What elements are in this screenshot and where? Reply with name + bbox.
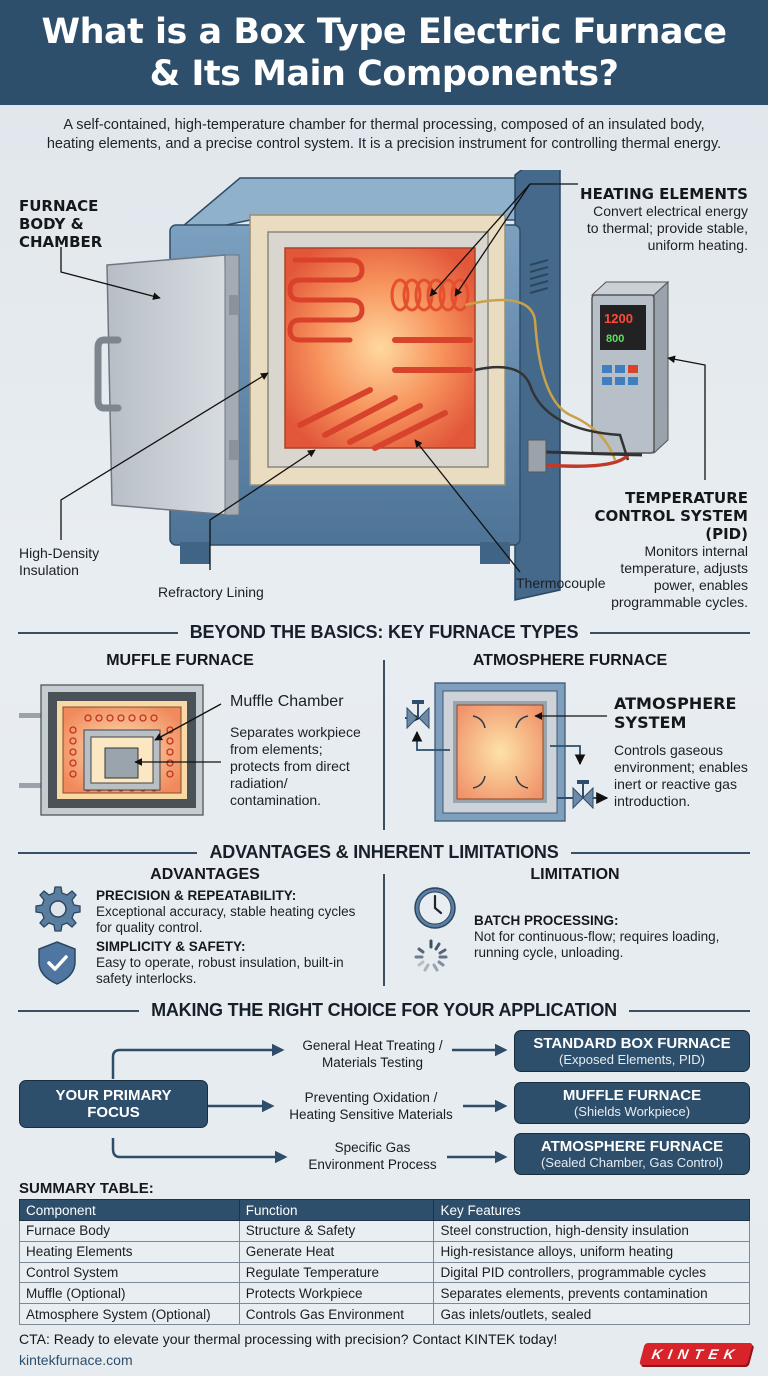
divider: [383, 660, 385, 830]
svg-text:1200: 1200: [604, 311, 633, 326]
shield-check-icon: [38, 941, 76, 985]
result-muffle-furnace: MUFFLE FURNACE (Shields Workpiece): [514, 1082, 750, 1124]
table-row: Control System Regulate Temperature Digi…: [19, 1261, 750, 1284]
cta-text: CTA: Ready to elevate your thermal proce…: [19, 1331, 558, 1347]
label-heating-elements: HEATING ELEMENTS Convert electrical ener…: [580, 185, 748, 253]
table-row: Furnace Body Structure & Safety Steel co…: [19, 1220, 750, 1242]
title-banner: What is a Box Type Electric Furnace & It…: [0, 0, 768, 105]
table-row: Heating Elements Generate Heat High-resi…: [19, 1240, 750, 1263]
table-row: Atmosphere System (Optional) Controls Ga…: [19, 1303, 750, 1325]
muffle-label: Muffle Chamber Separates workpiece from …: [230, 693, 361, 808]
table-row: Muffle (Optional) Protects Workpiece Sep…: [19, 1282, 750, 1305]
col-function: Function: [238, 1199, 435, 1221]
muffle-diagram: [19, 684, 222, 816]
choice-flow-connectors: [111, 1043, 508, 1164]
atmosphere-heading: ATMOSPHERE FURNACE: [472, 652, 668, 669]
intro-text: A self-contained, high-temperature chamb…: [46, 117, 722, 152]
atmosphere-diagram: [405, 682, 609, 822]
muffle-heading: MUFFLE FURNACE: [106, 652, 254, 669]
divider: [383, 874, 385, 986]
primary-focus-box: YOUR PRIMARY FOCUS: [19, 1080, 208, 1128]
advantages-heading: ADVANTAGES: [150, 866, 260, 883]
page-title-line2: & Its Main Components?: [149, 53, 619, 94]
furnace-illustration: 1200 800: [60, 170, 706, 601]
atmosphere-label: ATMOSPHERE SYSTEM Controls gaseous envir…: [614, 694, 748, 809]
label-insulation: High-Density Insulation: [19, 545, 100, 578]
result-atmosphere-furnace: ATMOSPHERE FURNACE (Sealed Chamber, Gas …: [514, 1133, 750, 1175]
website-link[interactable]: kintekfurnace.com: [19, 1352, 133, 1368]
pid-controller: 1200 800: [590, 280, 670, 455]
label-control-system: TEMPERATURE CONTROL SYSTEM (PID) Monitor…: [594, 489, 748, 610]
col-component: Component: [19, 1199, 240, 1221]
table-header-row: Component Function Key Features: [19, 1199, 750, 1221]
gear-icon: [35, 886, 81, 932]
result-standard-box-furnace: STANDARD BOX FURNACE (Exposed Elements, …: [514, 1030, 750, 1072]
page-title-line1: What is a Box Type Electric Furnace: [41, 11, 727, 52]
section-furnace-types: BEYOND THE BASICS: KEY FURNACE TYPES: [18, 622, 750, 643]
label-thermocouple: Thermocouple: [516, 575, 606, 591]
limitation-batch: BATCH PROCESSING: Not for continuous-flo…: [474, 913, 720, 960]
loading-spinner-icon: [414, 939, 448, 972]
summary-table: Component Function Key Features Furnace …: [19, 1199, 750, 1325]
label-refractory-lining: Refractory Lining: [158, 584, 264, 600]
advantage-precision: PRECISION & REPEATABILITY: Exceptional a…: [96, 888, 356, 935]
section-choice: MAKING THE RIGHT CHOICE FOR YOUR APPLICA…: [18, 1000, 750, 1021]
section-advantages: ADVANTAGES & INHERENT LIMITATIONS: [18, 842, 750, 863]
advantage-safety: SIMPLICITY & SAFETY: Easy to operate, ro…: [96, 939, 344, 986]
path-label-general: General Heat Treating /Materials Testing: [302, 1038, 443, 1070]
col-key-features: Key Features: [433, 1199, 750, 1221]
path-label-oxidation: Preventing Oxidation /Heating Sensitive …: [289, 1090, 453, 1122]
label-furnace-body: FURNACE BODY & CHAMBER: [19, 197, 103, 251]
clock-icon: [414, 887, 456, 929]
summary-table-title: SUMMARY TABLE:: [19, 1180, 154, 1197]
svg-text:800: 800: [606, 333, 624, 345]
limitation-heading: LIMITATION: [530, 866, 620, 883]
kintek-logo: KINTEK: [639, 1343, 753, 1365]
